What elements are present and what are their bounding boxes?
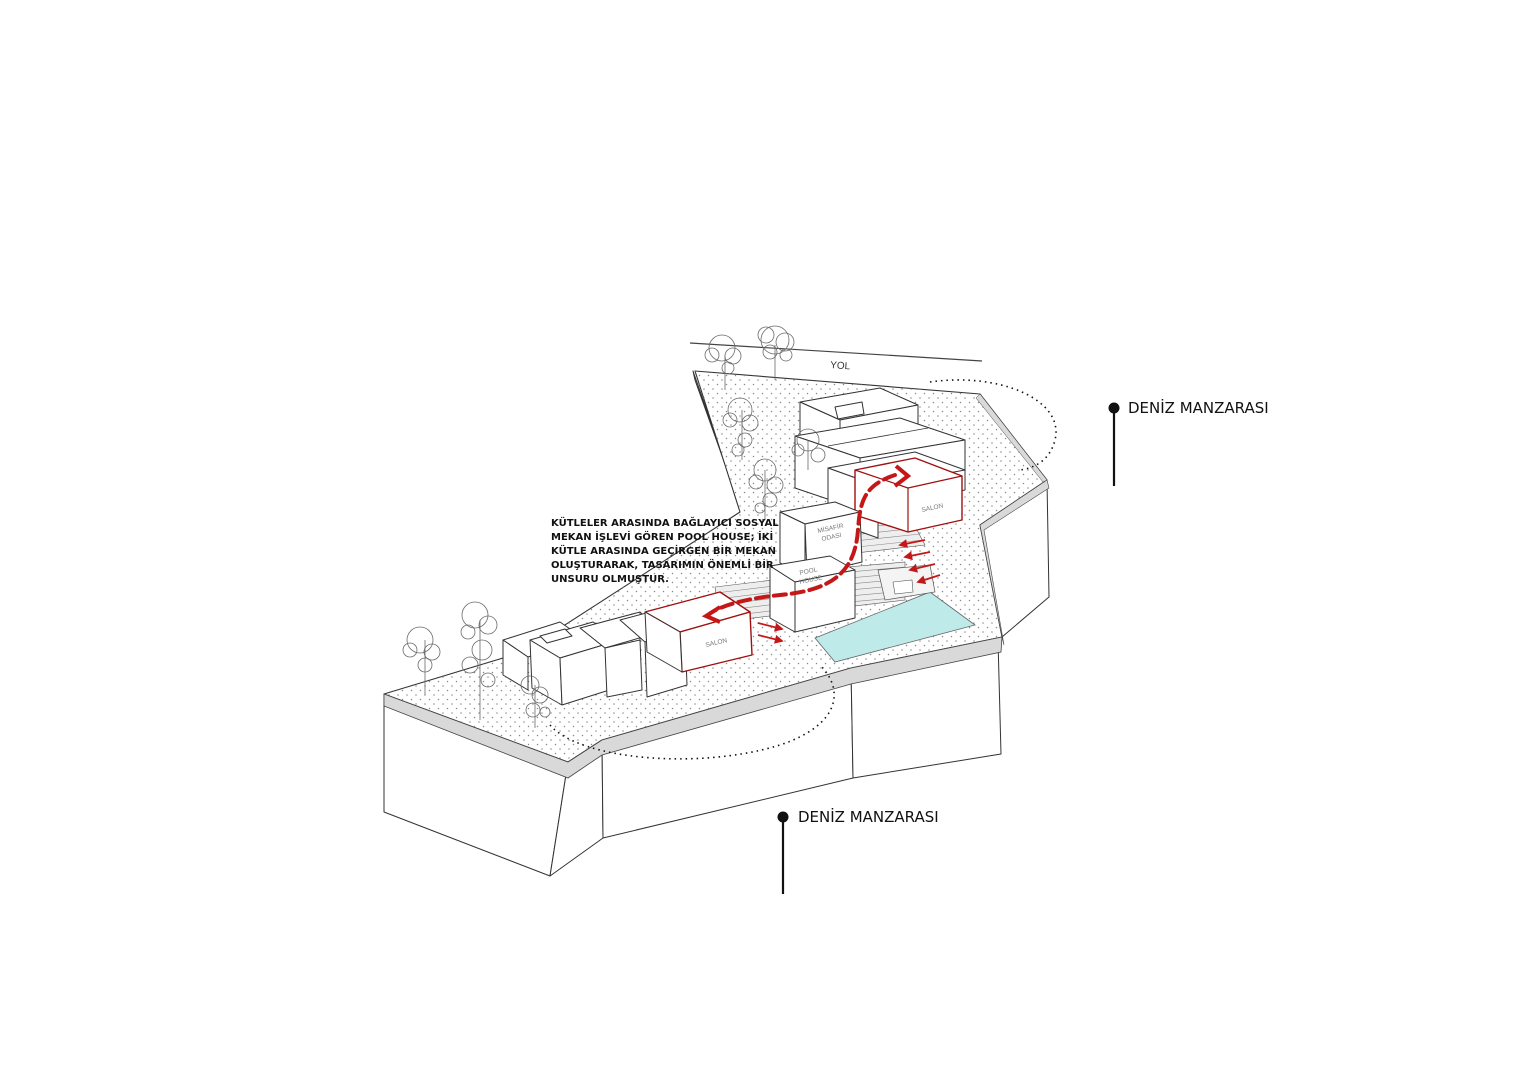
pool-house-label-2: HOUSE	[799, 574, 824, 586]
entry-arrow	[898, 539, 926, 549]
entry-arrow	[916, 574, 941, 585]
circulation-arrows	[701, 464, 941, 644]
tree	[757, 325, 795, 380]
marker-pin-icon	[777, 811, 789, 823]
view-marker-bottom: DENİZ MANZARASI	[777, 807, 939, 894]
pool	[814, 564, 976, 663]
entry-arrow	[757, 622, 784, 632]
annotation-line-3: KÜTLE ARASINDA GEÇİRGEN BİR MEKAN	[551, 543, 776, 557]
lower-building-masses: SALON	[502, 591, 753, 706]
entry-arrow	[757, 634, 784, 644]
annotation-line-2: MEKAN İŞLEVİ GÖREN POOL HOUSE; İKİ	[551, 529, 773, 543]
guest-room-label-2: ODASI	[821, 532, 842, 543]
salon-right-label: SALON	[921, 502, 944, 513]
view-marker-right: DENİZ MANZARASI	[1108, 398, 1269, 486]
tree	[460, 601, 498, 720]
annotation-line-5: UNSURU OLMUŞTUR.	[551, 574, 669, 585]
pool-house-mass: POOL HOUSE	[769, 555, 856, 633]
entry-arrow	[908, 563, 936, 573]
tree	[722, 397, 759, 460]
view-arcs	[549, 379, 1057, 760]
tree	[520, 675, 551, 728]
trees	[402, 325, 826, 728]
pool-house-label-1: POOL	[799, 566, 818, 577]
tree	[402, 626, 441, 695]
path-arrowhead-right	[893, 464, 912, 488]
annotation-line-1: KÜTLELER ARASINDA BAĞLAYICI SOSYAL	[551, 515, 779, 529]
tree	[704, 334, 742, 390]
annotation-line-4: OLUŞTURARAK, TASARIMIN ÖNEMLİ BİR	[551, 557, 774, 571]
entry-arrow	[903, 551, 931, 561]
road-label: YOL	[830, 360, 851, 372]
terrain-block	[383, 370, 1050, 877]
tree	[748, 458, 784, 520]
view-label-right: DENİZ MANZARASI	[1128, 398, 1269, 417]
annotation-note: KÜTLELER ARASINDA BAĞLAYICI SOSYAL MEKAN…	[551, 515, 779, 585]
path-arrowhead-left	[701, 605, 722, 624]
main-circulation-path	[706, 473, 897, 617]
view-label-bottom: DENİZ MANZARASI	[798, 807, 939, 826]
marker-pin-icon	[1108, 402, 1120, 414]
salon-left-label: SALON	[705, 637, 728, 649]
tree	[791, 428, 826, 470]
